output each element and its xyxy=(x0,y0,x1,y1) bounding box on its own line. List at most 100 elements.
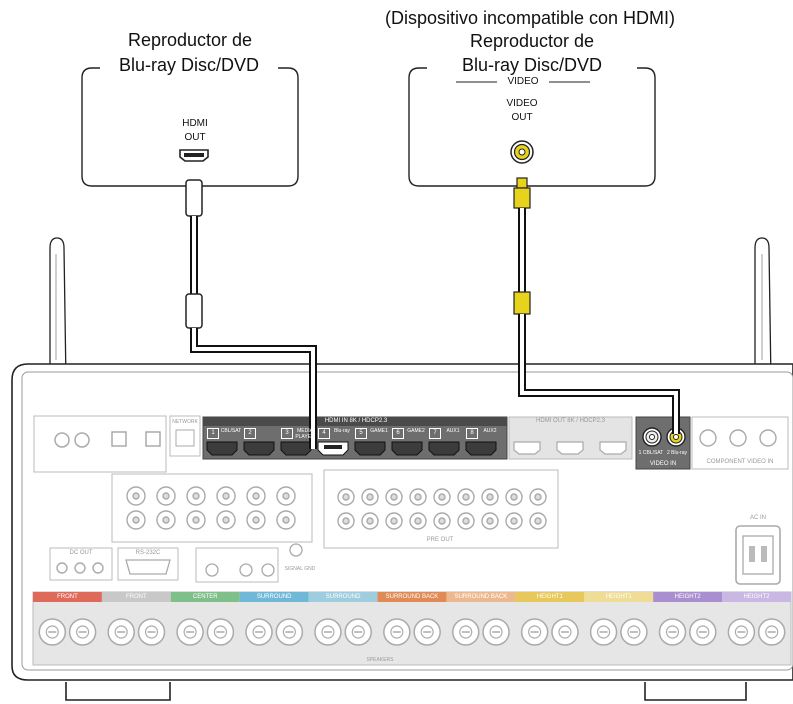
hdmi-in-slot-1 xyxy=(206,441,238,456)
dc-out-label: DC OUT xyxy=(69,550,93,556)
signal-gnd-label: SIGNAL GND xyxy=(284,566,316,572)
pre-out-jack-core xyxy=(342,517,350,525)
audio-in-jack-core xyxy=(132,516,140,524)
hdmi-in-label-1: CBL/SAT xyxy=(220,428,242,434)
hdmi-in-number-7: 7 xyxy=(429,428,441,439)
audio-in-jack-core xyxy=(192,516,200,524)
speaker-terminal-group xyxy=(33,592,102,646)
hdmi-in-slot-4 xyxy=(317,441,349,456)
speaker-terminal-group xyxy=(584,592,654,646)
network-label: NETWORK xyxy=(172,419,198,425)
speaker-terminal-group xyxy=(446,592,516,646)
audio-in-jack-core xyxy=(282,492,290,500)
pre-out-jack-core xyxy=(366,493,374,501)
pre-out-jack-core xyxy=(342,493,350,501)
pre-out-jack-core xyxy=(486,517,494,525)
audio-in-jack-core xyxy=(222,492,230,500)
speaker-terminal-group xyxy=(377,592,447,646)
pre-out-label: PRE OUT xyxy=(426,537,454,543)
audio-in-jack-core xyxy=(132,492,140,500)
hdmi-in-number-6: 6 xyxy=(392,428,404,439)
pre-out-jack-core xyxy=(414,517,422,525)
video-out-jack-icon xyxy=(510,140,534,164)
speaker-group-label: SURROUND BACK xyxy=(454,594,508,600)
hdmi-in-label-5: GAME1 xyxy=(370,428,388,434)
rs232c-label: RS-232C xyxy=(135,550,161,556)
right-device-name-line1: Reproductor de xyxy=(469,31,595,51)
hdmi-input-slots xyxy=(206,441,497,456)
pre-out-jack-core xyxy=(438,517,446,525)
speaker-group-label: HEIGHT2 xyxy=(674,594,701,600)
audio-in-jack-core xyxy=(222,516,230,524)
audio-in-jack-core xyxy=(252,516,260,524)
hdmi-in-slot-8 xyxy=(465,441,497,456)
left-device-name-line1: Reproductor de xyxy=(127,30,253,50)
audio-in-jack-core xyxy=(192,492,200,500)
speaker-group-label: FRONT xyxy=(57,594,78,600)
audio-in-jack-core xyxy=(162,516,170,524)
speakers-label: SPEAKERS xyxy=(366,657,394,663)
pre-out-jack-core xyxy=(366,517,374,525)
video-in-port-2: 2 Blu-ray xyxy=(666,450,687,456)
right-section-label: VIDEO xyxy=(507,76,539,87)
speaker-group-label: HEIGHT1 xyxy=(536,594,563,600)
hdmi-in-number-1: 1 xyxy=(207,428,219,439)
speaker-group-label: FRONT xyxy=(126,594,147,600)
left-antenna-label: Bluetooth/Wi-Fi ANTENNA xyxy=(48,390,120,396)
hdmi-in-label-3: MEDIA PLAYER xyxy=(295,428,315,440)
hdmi-cable xyxy=(185,179,317,449)
pre-out-jack-core xyxy=(438,493,446,501)
speaker-terminal-group xyxy=(653,592,723,646)
video-in-label: VIDEO IN xyxy=(649,461,677,467)
speaker-terminal-group xyxy=(722,592,791,646)
hdmi-in-number-3: 3 xyxy=(281,428,293,439)
pre-out-jack-core xyxy=(510,517,518,525)
pre-out-jack-core xyxy=(486,493,494,501)
left-port-label-line1: HDMI xyxy=(182,118,208,129)
right-antenna-label: Bluetooth/Wi-Fi ANTENNA xyxy=(697,393,757,399)
right-device-note: (Dispositivo incompatible con HDMI) xyxy=(384,8,676,28)
audio-in-jack-core xyxy=(282,516,290,524)
speaker-terminal-group xyxy=(101,592,171,646)
audio-in-jack-core xyxy=(252,492,260,500)
hdmi-in-number-5: 5 xyxy=(355,428,367,439)
pre-out-jack-core xyxy=(534,517,542,525)
ac-in-label: AC IN xyxy=(749,515,766,521)
hdmi-in-label-7: AUX1 xyxy=(446,428,460,434)
pre-out-jack-core xyxy=(462,493,470,501)
speaker-group-label: CENTER xyxy=(192,594,218,600)
hdmi-in-label-6: GAME2 xyxy=(407,428,425,434)
hdmi-in-number-4: 4 xyxy=(318,428,330,439)
speaker-terminal-group xyxy=(170,592,240,646)
hdmi-in-label-8: AUX2 xyxy=(483,428,497,434)
hdmi-in-slot-6 xyxy=(391,441,423,456)
speaker-terminal-group xyxy=(308,592,378,646)
pre-out-jack-core xyxy=(390,493,398,501)
right-port-label-line1: VIDEO xyxy=(506,98,538,109)
video-in-port-1: 1 CBL/SAT xyxy=(638,450,664,456)
hdmi-in-slot-5 xyxy=(354,441,386,456)
pre-out-jack-core xyxy=(510,493,518,501)
pre-out-jack-core xyxy=(534,493,542,501)
audio-in-jack-core xyxy=(162,492,170,500)
pre-out-jack-core xyxy=(462,517,470,525)
hdmi-in-number-2: 2 xyxy=(244,428,256,439)
right-port-label-line2: OUT xyxy=(511,112,533,123)
video-rca-cable xyxy=(513,177,680,434)
right-device-name-line2: Blu-ray Disc/DVD xyxy=(427,55,637,75)
speaker-group-label: HEIGHT1 xyxy=(605,594,632,600)
hdmi-in-slot-7 xyxy=(428,441,460,456)
speaker-group-label: SURROUND xyxy=(256,594,292,600)
speaker-group-label: SURROUND xyxy=(325,594,361,600)
speaker-terminal-group xyxy=(239,592,309,646)
speaker-group-label: HEIGHT2 xyxy=(743,594,770,600)
right-device-box xyxy=(408,67,656,187)
left-port-label-line2: OUT xyxy=(184,132,206,143)
hdmi-out-header: HDMI OUT 8K / HDCP2.3 xyxy=(536,418,605,424)
hdmi-in-label-4: Blu-ray xyxy=(334,428,350,434)
av-receiver-rear-panel xyxy=(11,363,793,701)
component-video-label: COMPONENT VIDEO IN xyxy=(706,459,774,465)
left-device-name-line2: Blu-ray Disc/DVD xyxy=(100,55,278,75)
hdmi-out-port-icon xyxy=(179,149,209,162)
